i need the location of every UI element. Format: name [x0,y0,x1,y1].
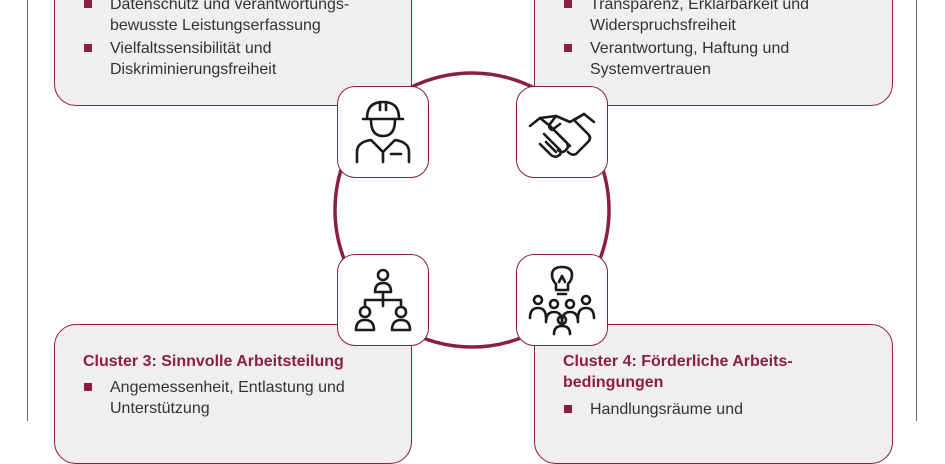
handshake-icon-box [516,86,608,178]
connecting-ring [333,71,611,349]
team-idea-icon-box [516,254,608,346]
list-item: Vielfaltssensibilität und Diskriminierun… [83,38,397,80]
cluster-4-title: Cluster 4: Förderliche Arbeits- bedingun… [563,353,793,391]
bullet-square [84,383,92,391]
cluster-3-list: Angemessenheit, Entlastung und Unterstüt… [83,377,397,421]
cluster-card-top-left: Datenschutz und verantwortungs- bewusste… [54,0,412,106]
bullet-square [564,44,572,52]
cluster-3-title: Cluster 3: Sinnvolle Arbeitsteilung [83,353,344,370]
cluster-card-top-right: Transparenz, Erklärbarkeit und Widerspru… [534,0,893,106]
list-item: Datenschutz und verantwortungs- bewusste… [83,0,397,36]
bullet-square [564,405,572,413]
bullet-square [84,44,92,52]
frame-left-line [27,0,28,421]
team-idea-icon [528,265,596,336]
list-item: Handlungsräume und [563,399,878,420]
org-chart-icon [354,268,412,332]
cluster-top-right-list: Transparenz, Erklärbarkeit und Widerspru… [563,0,878,82]
list-item: Transparenz, Erklärbarkeit und Widerspru… [563,0,878,36]
list-item: Angemessenheit, Entlastung und Unterstüt… [83,377,397,419]
worker-icon-box [337,86,429,178]
cluster-top-left-list: Datenschutz und verantwortungs- bewusste… [83,0,397,82]
bullet-square [564,0,572,8]
worker-helmet-icon [355,100,411,164]
list-item: Verantwortung, Haftung und Systemvertrau… [563,38,878,80]
handshake-icon [528,112,596,158]
cluster-4-list: Handlungsräume und [563,399,878,422]
frame-right-line [916,0,917,421]
org-chart-icon-box [337,254,429,346]
bullet-square [84,0,92,8]
